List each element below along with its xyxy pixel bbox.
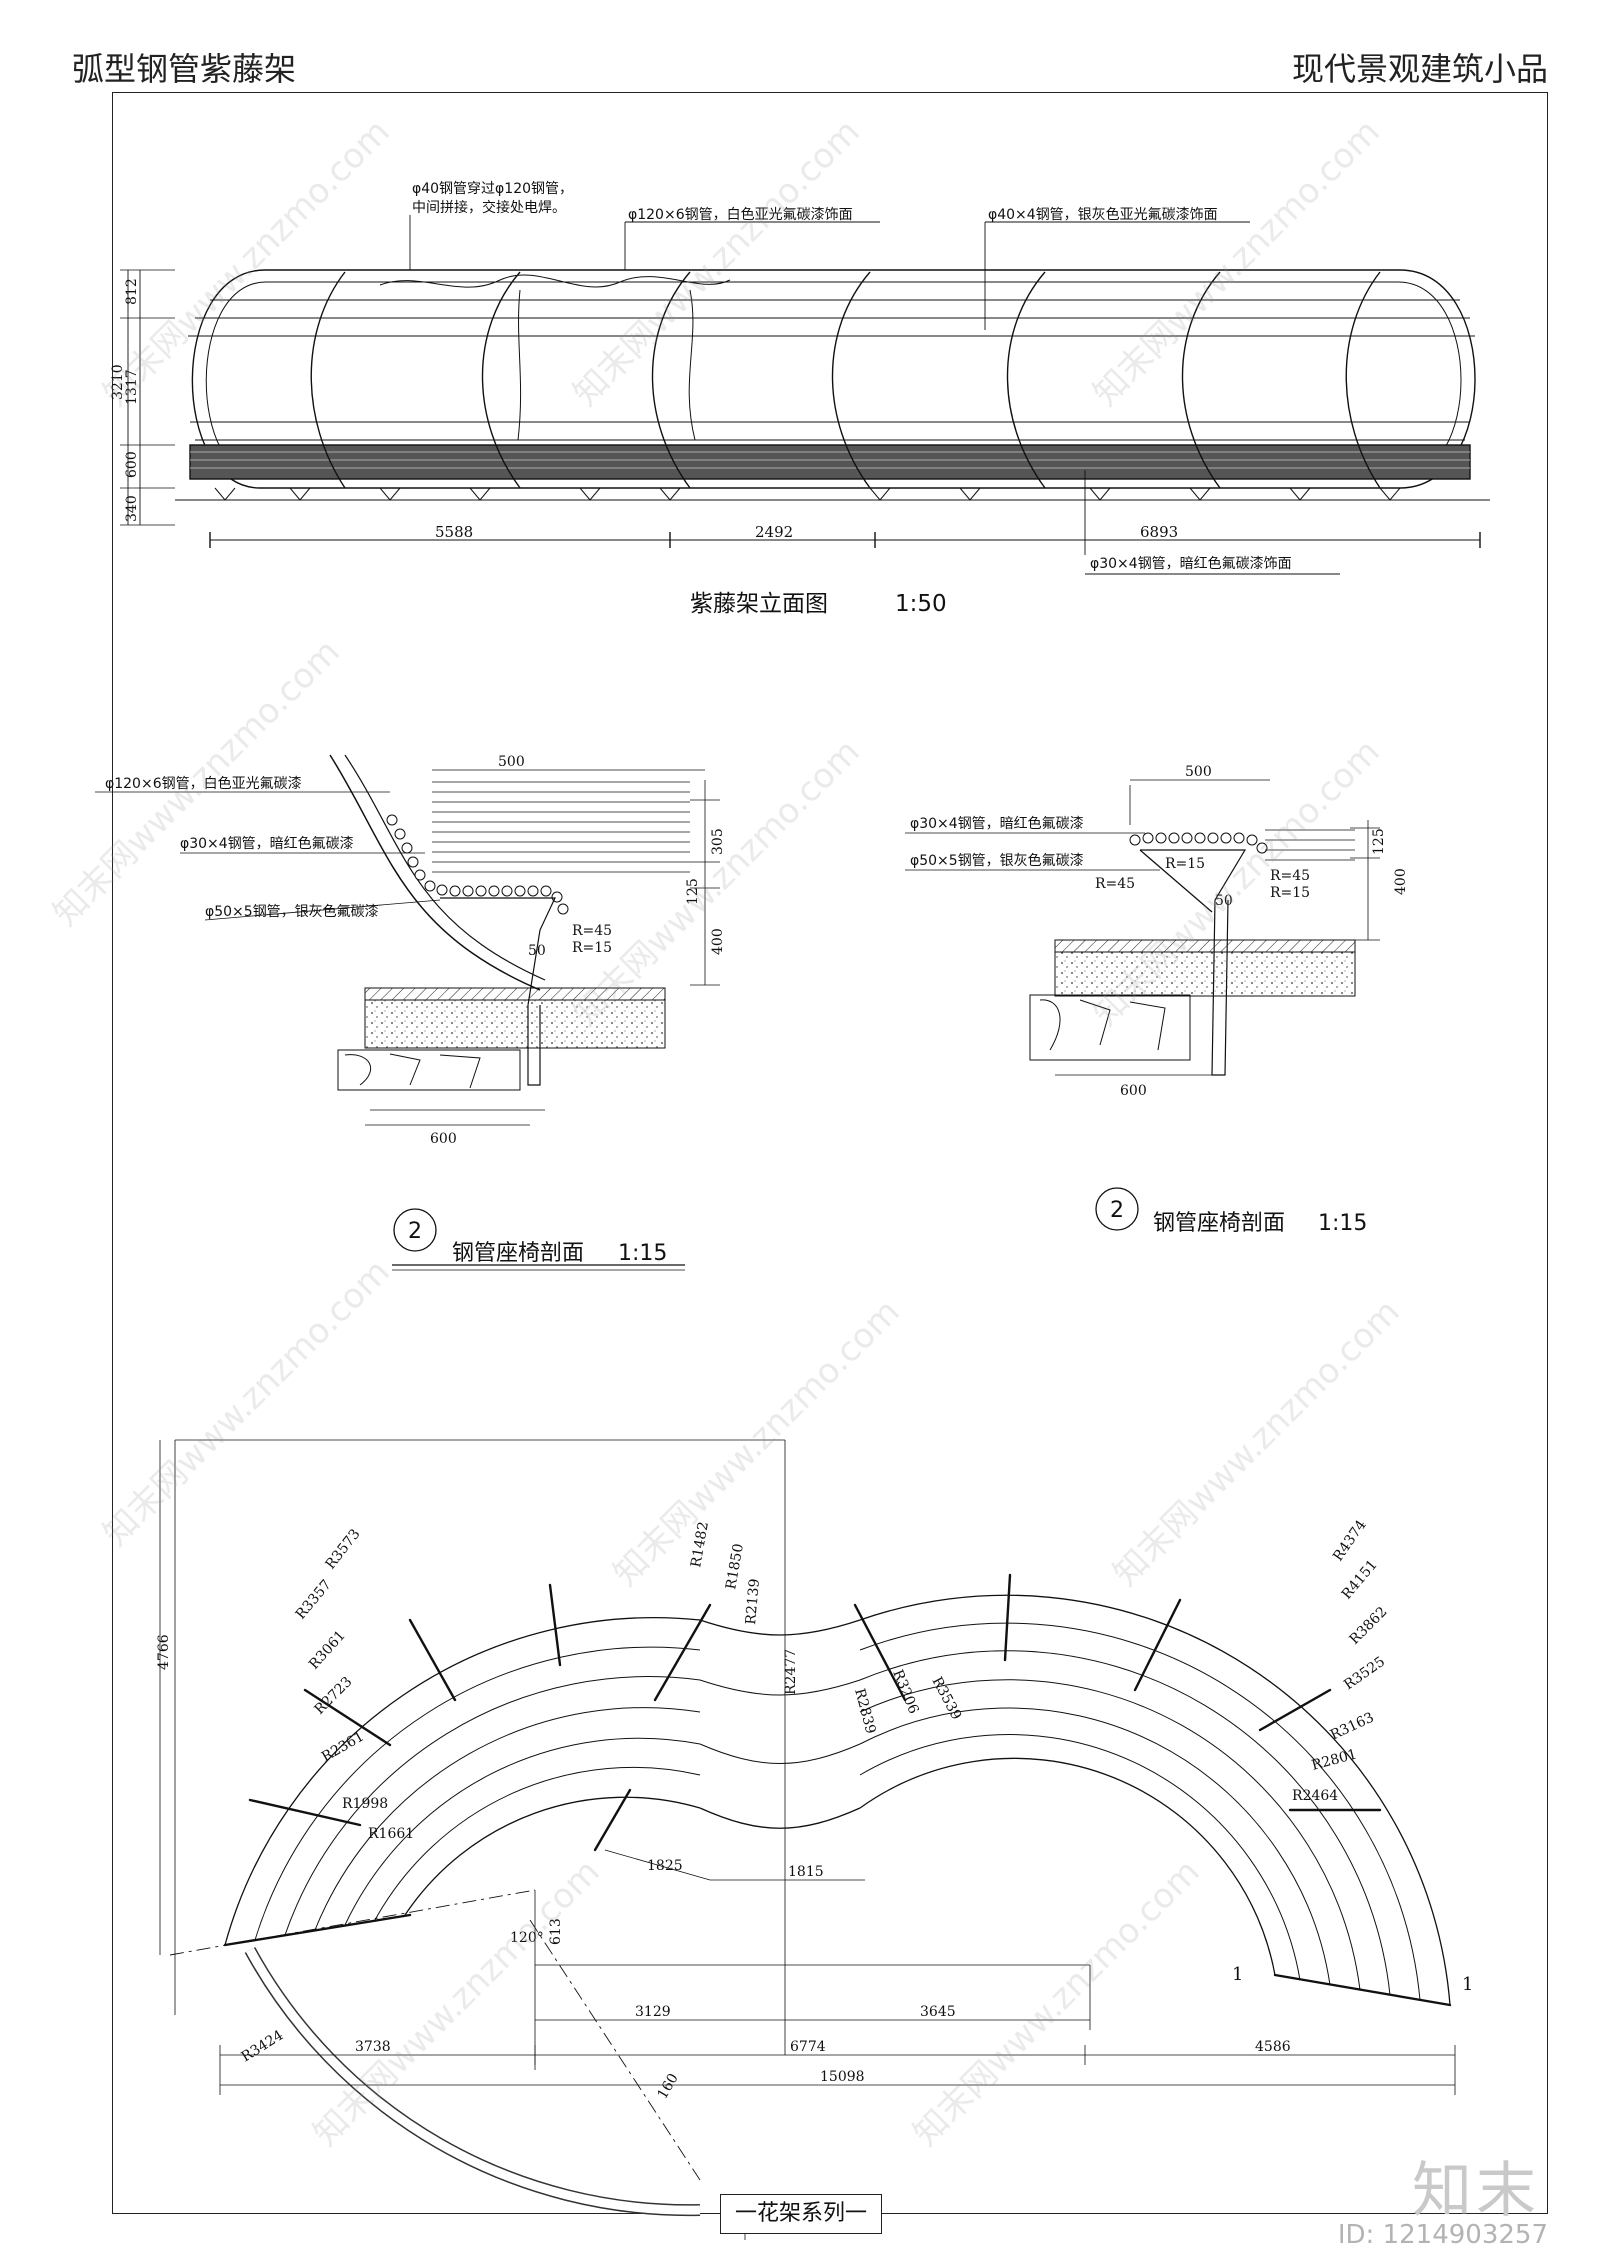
plan-view xyxy=(159,1439,1456,2240)
plan-dim-4766: 4766 xyxy=(156,1634,172,1670)
plan-r2839: R2839 xyxy=(851,1687,878,1736)
sr-r45b: R=45 xyxy=(1270,868,1310,884)
weld-note-2: 中间拼接，交接处电焊。 xyxy=(412,199,566,216)
plan-r1998: R1998 xyxy=(342,1796,388,1812)
plan-r3525: R3525 xyxy=(1341,1654,1388,1694)
weld-note-1: φ40钢管穿过φ120钢管， xyxy=(412,181,573,197)
plan-r3061: R3061 xyxy=(306,1628,349,1673)
sr-d50: 50 xyxy=(1215,893,1233,909)
plan-dim-1815: 1815 xyxy=(788,1864,824,1880)
plan-dim-3645: 3645 xyxy=(920,2004,956,2020)
elevation-scale: 1:50 xyxy=(895,591,947,617)
section-left-labels: φ120×6钢管，白色亚光氟碳漆 φ30×4钢管，暗红色氟碳漆 φ50×5钢管，… xyxy=(105,754,726,1266)
seat-band xyxy=(189,444,1471,480)
section-mark-right: 1 xyxy=(1462,1974,1473,1995)
sr-note-support: φ50×5钢管，银灰色氟碳漆 xyxy=(910,852,1084,869)
sr-dim-top: 500 xyxy=(1185,764,1212,780)
sl-dim-top: 500 xyxy=(498,754,525,770)
series-label: 一花架系列一 xyxy=(720,2194,882,2234)
sl-r15: R=15 xyxy=(572,940,612,956)
plan-angle: 120° xyxy=(510,1930,544,1946)
plan-dim-613: 613 xyxy=(548,1918,564,1945)
seat-pipe-note: φ30×4钢管，暗红色氟碳漆饰面 xyxy=(1090,555,1292,572)
image-id: ID: 1214903257 xyxy=(1337,2220,1548,2250)
plan-r3862: R3862 xyxy=(1347,1604,1391,1648)
sl-dim-h1: 305 xyxy=(710,828,726,855)
dim-600: 600 xyxy=(124,451,140,478)
sr-r15a: R=15 xyxy=(1165,856,1205,872)
sl-note-support: φ50×5钢管，银灰色氟碳漆 xyxy=(205,903,379,920)
drawing-title: 弧型钢管紫藤架 xyxy=(72,50,297,88)
section-mark-left: 1 xyxy=(1232,1964,1243,1985)
plan-dim-1825: 1825 xyxy=(647,1858,683,1874)
plan-r2723: R2723 xyxy=(312,1674,356,1718)
section-left-view xyxy=(95,754,720,1271)
dim-2492: 2492 xyxy=(755,523,793,541)
plan-dim-3738: 3738 xyxy=(355,2039,391,2055)
plan-r3357: R3357 xyxy=(293,1577,335,1623)
sl-number: 2 xyxy=(408,1219,422,1244)
sl-dim-h2: 125 xyxy=(685,878,701,905)
sl-dim-bottom: 600 xyxy=(430,1131,457,1147)
plan-r3573: R3573 xyxy=(323,1526,364,1572)
plan-r1661: R1661 xyxy=(368,1826,414,1842)
plan-dim-total: 15098 xyxy=(820,2069,865,2085)
main-pipe-note: φ120×6钢管，白色亚光氟碳漆饰面 xyxy=(628,206,853,223)
plan-r2477: R2477 xyxy=(783,1649,799,1695)
sl-title: 钢管座椅剖面 xyxy=(452,1241,584,1266)
plan-r4374: R4374 xyxy=(1330,1517,1370,1564)
sr-title: 钢管座椅剖面 xyxy=(1153,1211,1285,1236)
plan-r1482: R1482 xyxy=(688,1520,712,1568)
section-right-labels: φ30×4钢管，暗红色氟碳漆 φ50×5钢管，银灰色氟碳漆 500 125 40… xyxy=(910,764,1409,1236)
plan-dim-4586: 4586 xyxy=(1255,2039,1291,2055)
plan-r2361: R2361 xyxy=(319,1729,367,1766)
sr-dim-bottom: 600 xyxy=(1120,1083,1147,1099)
dim-1317: 1317 xyxy=(124,369,140,405)
plan-dim-6774: 6774 xyxy=(790,2039,826,2055)
plan-r2139: R2139 xyxy=(743,1578,763,1625)
sl-note-main: φ120×6钢管，白色亚光氟碳漆 xyxy=(105,775,302,792)
sr-r15b: R=15 xyxy=(1270,885,1310,901)
sr-r45a: R=45 xyxy=(1095,876,1135,892)
rail-pipe-note: φ40×4钢管，银灰色亚光氟碳漆饰面 xyxy=(988,206,1218,223)
plan-r2801: R2801 xyxy=(1310,1746,1359,1773)
sr-scale: 1:15 xyxy=(1318,1211,1367,1236)
elevation-view xyxy=(120,215,1490,575)
plan-r3539: R3539 xyxy=(928,1674,964,1722)
dim-340: 340 xyxy=(124,495,140,522)
plan-labels: R3573 R3357 R3061 R2723 R2361 R1998 R166… xyxy=(156,1517,1473,2102)
sl-r45: R=45 xyxy=(572,923,612,939)
brand-logo: 知末 xyxy=(1412,2156,1540,2226)
sl-scale: 1:15 xyxy=(618,1241,667,1266)
sr-number: 2 xyxy=(1110,1198,1124,1223)
section-right-view xyxy=(905,779,1380,1231)
sr-dim-h1: 125 xyxy=(1371,828,1387,855)
elevation-title: 紫藤架立面图 xyxy=(690,591,828,617)
sl-note-seat: φ30×4钢管，暗红色氟碳漆 xyxy=(180,835,354,852)
plan-r3424: R3424 xyxy=(239,2027,287,2065)
plan-r1850: R1850 xyxy=(723,1542,747,1590)
dim-6893: 6893 xyxy=(1140,523,1178,541)
drawing-category: 现代景观建筑小品 xyxy=(1291,50,1548,88)
plan-r4151: R4151 xyxy=(1339,1557,1381,1603)
sl-dim-h3: 400 xyxy=(710,928,726,955)
dim-812: 812 xyxy=(124,278,140,305)
dim-5588: 5588 xyxy=(435,523,473,541)
dim-3210: 3210 xyxy=(110,364,126,400)
sr-dim-h2: 400 xyxy=(1393,868,1409,895)
plan-r3163: R3163 xyxy=(1328,1710,1377,1744)
sr-note-seat: φ30×4钢管，暗红色氟碳漆 xyxy=(910,815,1084,832)
plan-r2464: R2464 xyxy=(1292,1788,1338,1804)
sl-d50: 50 xyxy=(528,943,546,959)
plan-dim-160: 160 xyxy=(655,2071,682,2102)
plan-dim-3129: 3129 xyxy=(635,2004,671,2020)
elevation-labels: φ40钢管穿过φ120钢管， 中间拼接，交接处电焊。 φ120×6钢管，白色亚光… xyxy=(110,181,1292,617)
